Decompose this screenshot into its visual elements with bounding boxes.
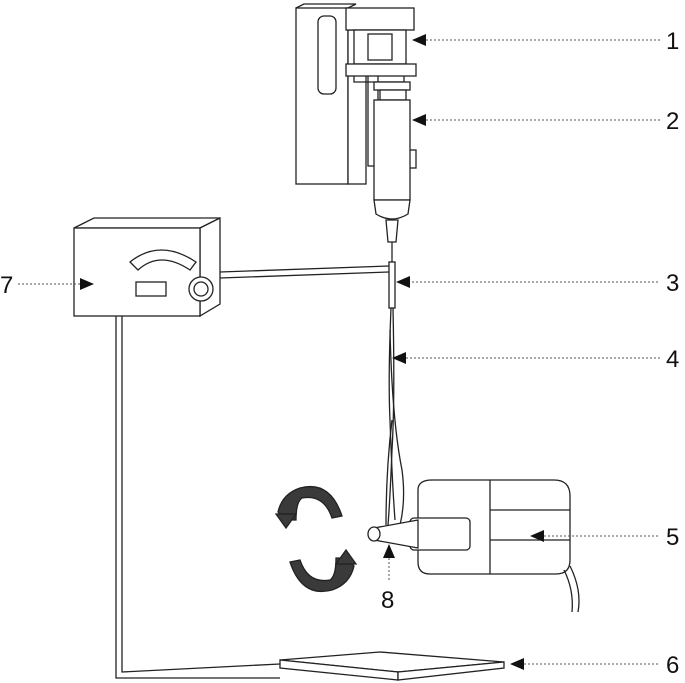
callout-2: 2 bbox=[666, 108, 679, 135]
collector-plate bbox=[279, 651, 505, 681]
polymer-jet bbox=[385, 307, 405, 526]
arrowhead-3 bbox=[396, 276, 410, 288]
hv-wire-to-needle bbox=[219, 265, 390, 279]
syringe-pump bbox=[295, 3, 417, 185]
callout-8: 8 bbox=[381, 587, 394, 614]
cone-collector bbox=[367, 517, 471, 551]
arrowhead-4 bbox=[392, 352, 406, 364]
rotation-arrows-icon bbox=[274, 486, 358, 592]
callout-4: 4 bbox=[666, 346, 679, 373]
callout-7: 7 bbox=[0, 272, 13, 299]
arrowhead-1 bbox=[412, 34, 426, 46]
callout-3: 3 bbox=[666, 270, 679, 297]
syringe bbox=[373, 99, 411, 262]
arrowhead-6 bbox=[510, 658, 524, 670]
spinneret-needle bbox=[388, 261, 396, 309]
callout-leaders bbox=[18, 34, 660, 670]
arrowhead-7 bbox=[80, 278, 94, 290]
high-voltage-supply bbox=[73, 216, 221, 318]
callout-6: 6 bbox=[666, 652, 679, 679]
arrowhead-8 bbox=[383, 544, 395, 558]
arrowhead-2 bbox=[412, 114, 426, 126]
callout-1: 1 bbox=[666, 28, 679, 55]
ground-wire bbox=[115, 316, 281, 679]
callout-5: 5 bbox=[666, 524, 679, 551]
arrowhead-5 bbox=[530, 530, 544, 542]
